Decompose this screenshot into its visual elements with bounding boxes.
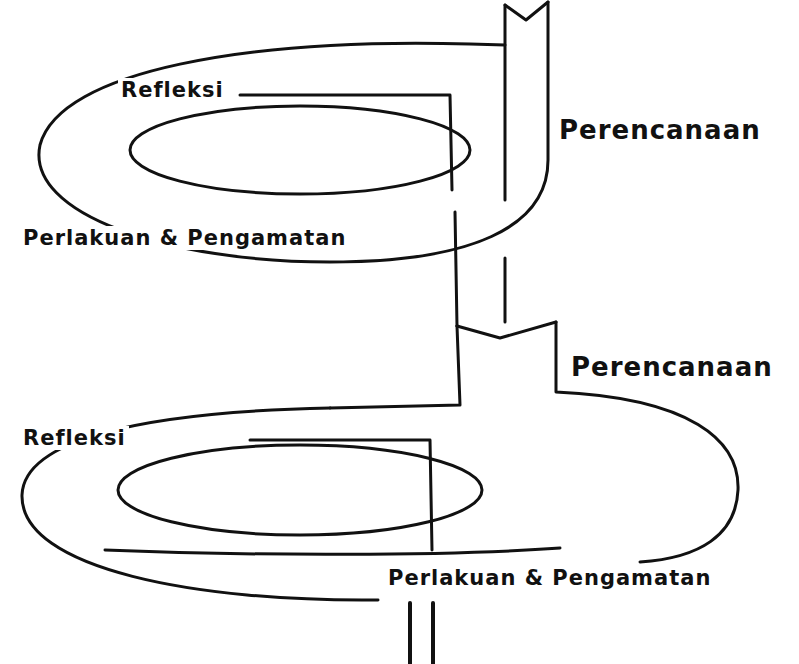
spiral-line — [505, 2, 548, 20]
spiral-line — [240, 95, 452, 190]
stage-label: Refleksi — [118, 78, 227, 102]
spiral-line — [431, 603, 435, 664]
spiral-line — [130, 106, 470, 194]
stage-label: Refleksi — [20, 426, 129, 450]
spiral-line — [457, 322, 556, 338]
spiral-line — [455, 212, 457, 326]
spiral-line — [504, 5, 507, 200]
stage-label: Perencanaan — [556, 116, 764, 146]
spiral-line — [330, 326, 460, 408]
spiral-line — [408, 603, 412, 664]
spiral-line — [105, 548, 560, 554]
stage-label: Perencanaan — [568, 353, 776, 383]
spiral-line — [504, 258, 507, 322]
spiral-line — [39, 2, 548, 262]
spiral-line — [118, 445, 482, 535]
stage-label: Perlakuan & Pengamatan — [20, 226, 349, 250]
stage-label: Perlakuan & Pengamatan — [385, 566, 714, 590]
